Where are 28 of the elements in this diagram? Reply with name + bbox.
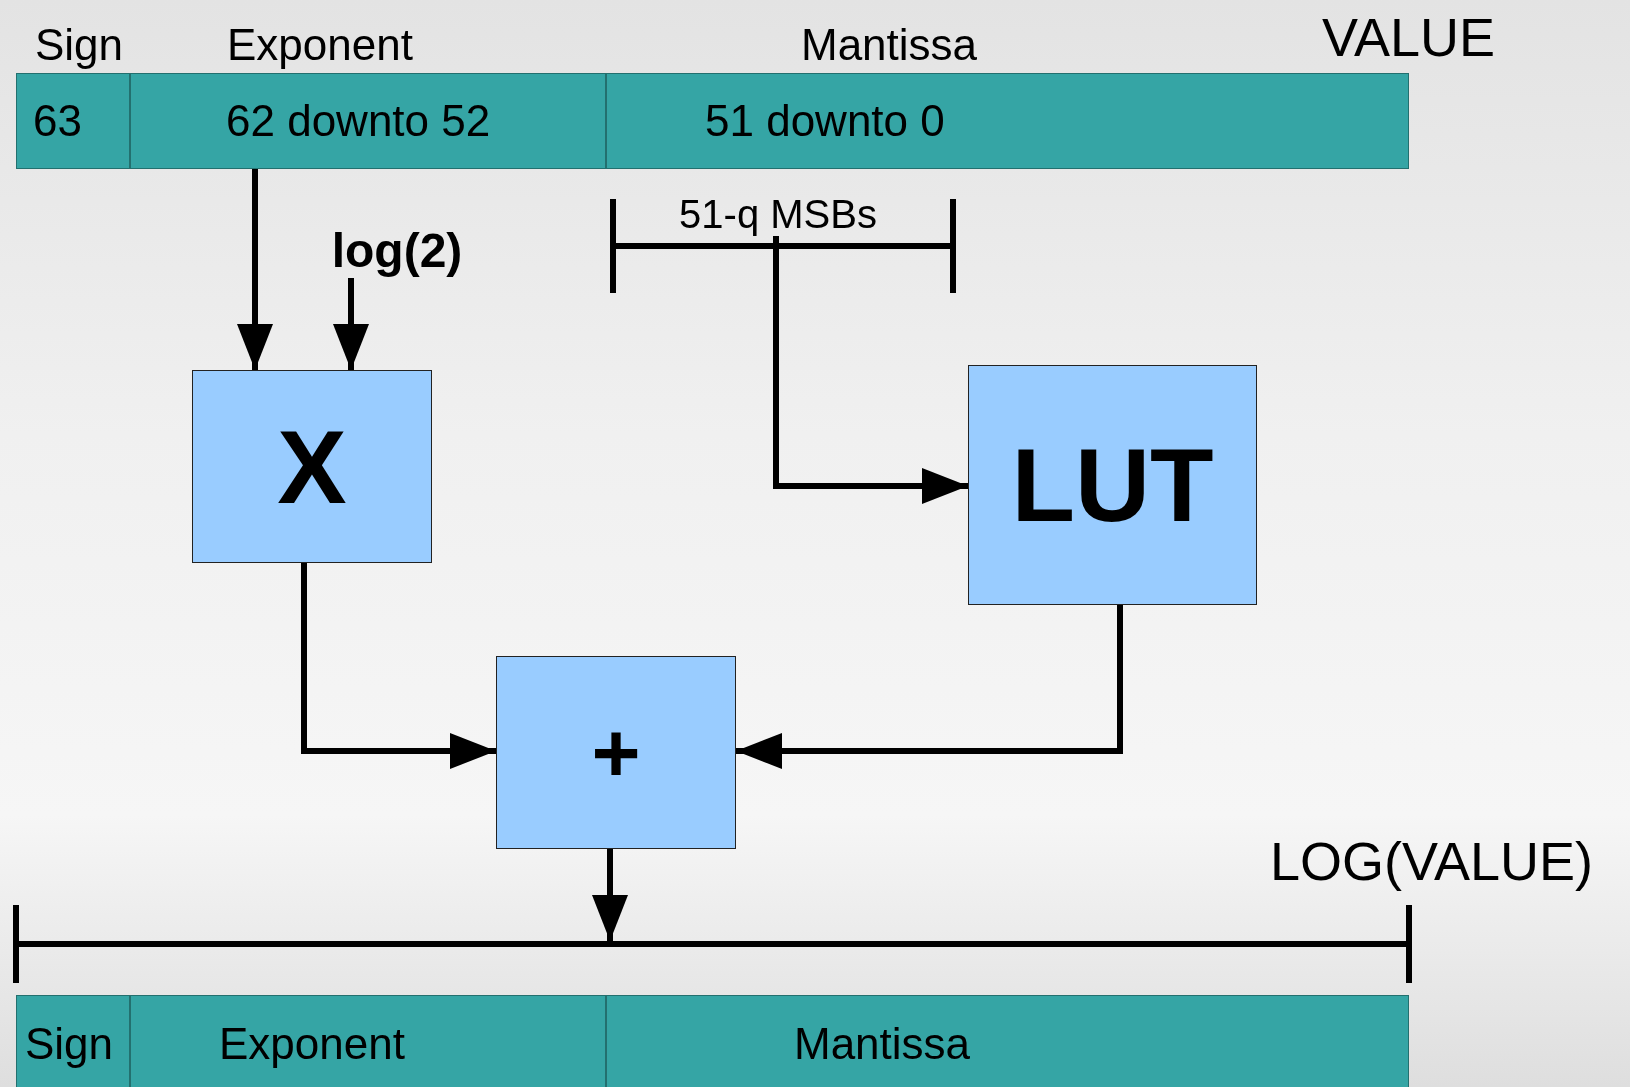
- process-block: [968, 365, 1257, 605]
- field-heading: Exponent: [227, 23, 413, 67]
- input-label: log(2): [324, 224, 470, 278]
- input-label: 51-q MSBs: [658, 192, 898, 236]
- field-name: Exponent: [219, 1022, 405, 1066]
- field-heading: Mantissa: [801, 23, 978, 67]
- field-name: Sign: [25, 1022, 114, 1066]
- arrow: [333, 278, 369, 370]
- arrow: [773, 236, 968, 504]
- register-field: [130, 995, 606, 1087]
- arrow: [237, 169, 273, 370]
- field-value: 51 downto 0: [705, 99, 945, 143]
- field-name: Mantissa: [794, 1022, 971, 1066]
- arrow: [301, 563, 496, 769]
- field-value: 62 downto 52: [226, 99, 491, 143]
- arrow: [736, 605, 1123, 769]
- operation-symbol: +: [591, 710, 641, 795]
- register-field: [16, 995, 130, 1087]
- process-block: [496, 656, 736, 849]
- process-block: [192, 370, 432, 563]
- operation-symbol: LUT: [1011, 433, 1214, 537]
- register-title: VALUE: [1322, 10, 1496, 64]
- arrow: [592, 849, 628, 941]
- output-bracket-bar: [16, 941, 1409, 947]
- field-heading: Sign: [35, 23, 124, 67]
- register-field: [606, 995, 1409, 1087]
- operation-symbol: X: [277, 414, 347, 519]
- field-value: 63: [33, 99, 82, 143]
